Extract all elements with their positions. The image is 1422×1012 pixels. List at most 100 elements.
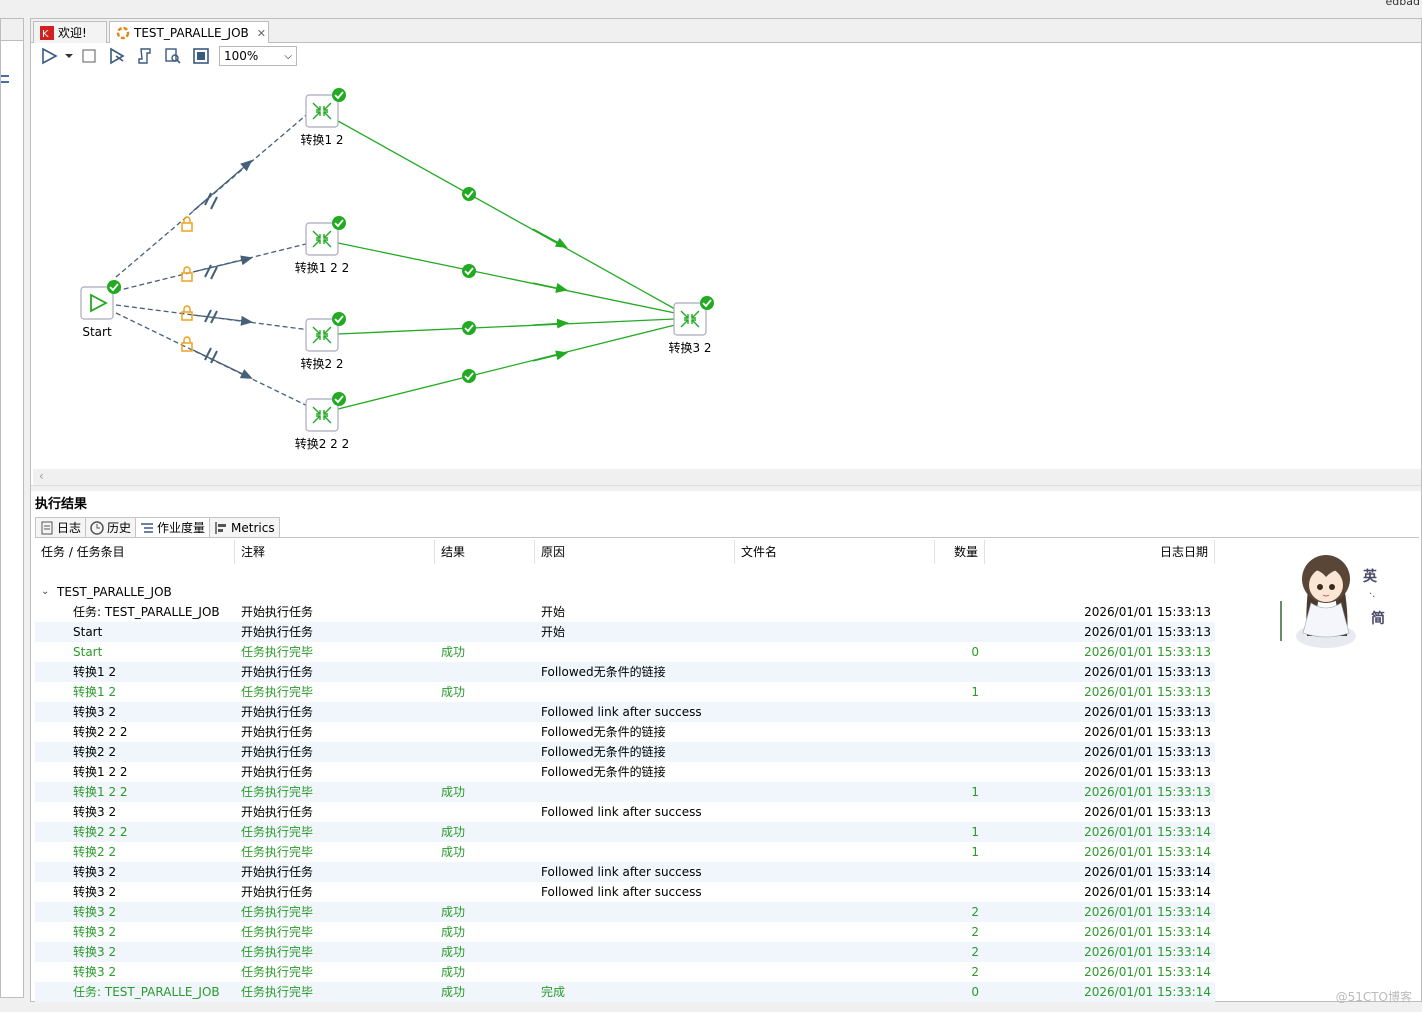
- parallel-icon: [204, 192, 218, 364]
- hop-start-t22[interactable]: [115, 312, 319, 412]
- scroll-left-icon[interactable]: ‹: [39, 469, 44, 483]
- bottom-bar: [0, 1002, 1422, 1012]
- hop-start-t1[interactable]: [115, 104, 319, 278]
- node-t3[interactable]: 转换3 2: [668, 296, 714, 355]
- node-start[interactable]: Start: [80, 280, 121, 339]
- cell-result: 成功: [441, 845, 466, 859]
- list-icon[interactable]: [1, 75, 9, 83]
- left-pane-tab[interactable]: [1, 19, 23, 41]
- toolbar: 100% ⌵: [31, 43, 1421, 69]
- col-header-filename[interactable]: 文件名: [735, 540, 935, 564]
- tab-test-paralle-job[interactable]: TEST_PARALLE_JOB ✕: [109, 21, 269, 44]
- cell-result: 成功: [441, 785, 466, 799]
- tree-root-row[interactable]: ⌄ TEST_PARALLE_JOB: [35, 582, 1215, 602]
- chevron-down-icon[interactable]: ⌄: [41, 586, 50, 597]
- metrics-list-icon: [140, 521, 154, 535]
- tab-metrics[interactable]: Metrics: [209, 517, 280, 537]
- hop-t1-t3[interactable]: [337, 120, 676, 310]
- panel-sash[interactable]: [31, 485, 1421, 491]
- cell-date: 2026/01/01 15:33:13: [1084, 605, 1211, 619]
- cell-count: [935, 862, 979, 882]
- col-header-date[interactable]: 日志日期: [985, 540, 1215, 564]
- tab-welcome[interactable]: K 欢迎!: [33, 21, 107, 43]
- canvas-scrollbar[interactable]: ‹: [33, 469, 1421, 485]
- hop-success-icon: [462, 187, 476, 383]
- mascot-image: 英 ·. 简: [1280, 555, 1385, 648]
- col-header-result[interactable]: 结果: [435, 540, 535, 564]
- run-dropdown-button[interactable]: [63, 45, 75, 67]
- cell-result: [441, 742, 531, 762]
- cell-result: 成功: [441, 645, 466, 659]
- cell-reason: Followed无条件的链接: [541, 765, 666, 779]
- node-t1[interactable]: 转换1 2: [300, 88, 346, 147]
- cell-filename: [741, 922, 931, 942]
- script-icon: [138, 48, 151, 64]
- job-canvas[interactable]: Start 转换1 2 转换1 2 2: [33, 69, 1421, 469]
- cell-task: Start: [73, 645, 103, 659]
- cell-reason: 完成: [541, 985, 566, 999]
- col-header-comment[interactable]: 注释: [235, 540, 435, 564]
- col-header-reason[interactable]: 原因: [535, 540, 735, 564]
- tab-log[interactable]: 日志: [35, 517, 87, 537]
- layout-button[interactable]: [187, 45, 215, 67]
- cell-date: 2026/01/01 15:33:14: [1084, 905, 1211, 919]
- node-t22[interactable]: 转换2 2 2: [295, 392, 350, 451]
- node-t12[interactable]: 转换1 2 2: [295, 216, 350, 275]
- check-button[interactable]: [159, 45, 187, 67]
- cell-result: [441, 802, 531, 822]
- stop-button[interactable]: [75, 45, 103, 67]
- cell-date: 2026/01/01 15:33:13: [1084, 725, 1211, 739]
- hop-start-t2[interactable]: [115, 304, 319, 332]
- close-icon[interactable]: ✕: [256, 26, 266, 40]
- lock-icon: [181, 216, 193, 352]
- hop-t2-t3[interactable]: [337, 318, 676, 335]
- tab-job-metrics[interactable]: 作业度量: [135, 517, 211, 537]
- cell-comment: 开始执行任务: [241, 805, 314, 819]
- clock-icon: [90, 520, 104, 535]
- cell-filename: [741, 682, 931, 702]
- zoom-select[interactable]: 100% ⌵: [219, 46, 297, 66]
- hop-t22-t3[interactable]: [337, 324, 676, 410]
- job-graph[interactable]: Start 转换1 2 转换1 2 2: [33, 69, 1421, 469]
- mascot-dots: ·.: [1369, 589, 1375, 600]
- hop-start-t12[interactable]: [115, 240, 319, 292]
- cell-comment: 任务执行完毕: [241, 945, 314, 959]
- cell-count: 2: [971, 905, 979, 919]
- col-header-task[interactable]: 任务 / 任务条目: [35, 540, 235, 564]
- preview-button[interactable]: [103, 45, 131, 67]
- cell-comment: 任务执行完毕: [241, 645, 314, 659]
- chevron-down-icon: ⌵: [284, 50, 292, 62]
- cell-reason: Followed link after success: [541, 805, 702, 819]
- replay-button[interactable]: [131, 45, 159, 67]
- cell-count: 1: [971, 685, 979, 699]
- col-header-count[interactable]: 数量: [935, 540, 985, 564]
- left-pane: [0, 18, 24, 998]
- cell-task: 转换3 2: [73, 945, 117, 959]
- job-icon: [116, 26, 130, 40]
- cell-count: [935, 662, 979, 682]
- tab-history[interactable]: 历史: [85, 517, 137, 537]
- node-t2[interactable]: 转换2 2: [300, 312, 346, 371]
- run-button[interactable]: [35, 45, 63, 67]
- hop-t12-t3[interactable]: [337, 242, 676, 314]
